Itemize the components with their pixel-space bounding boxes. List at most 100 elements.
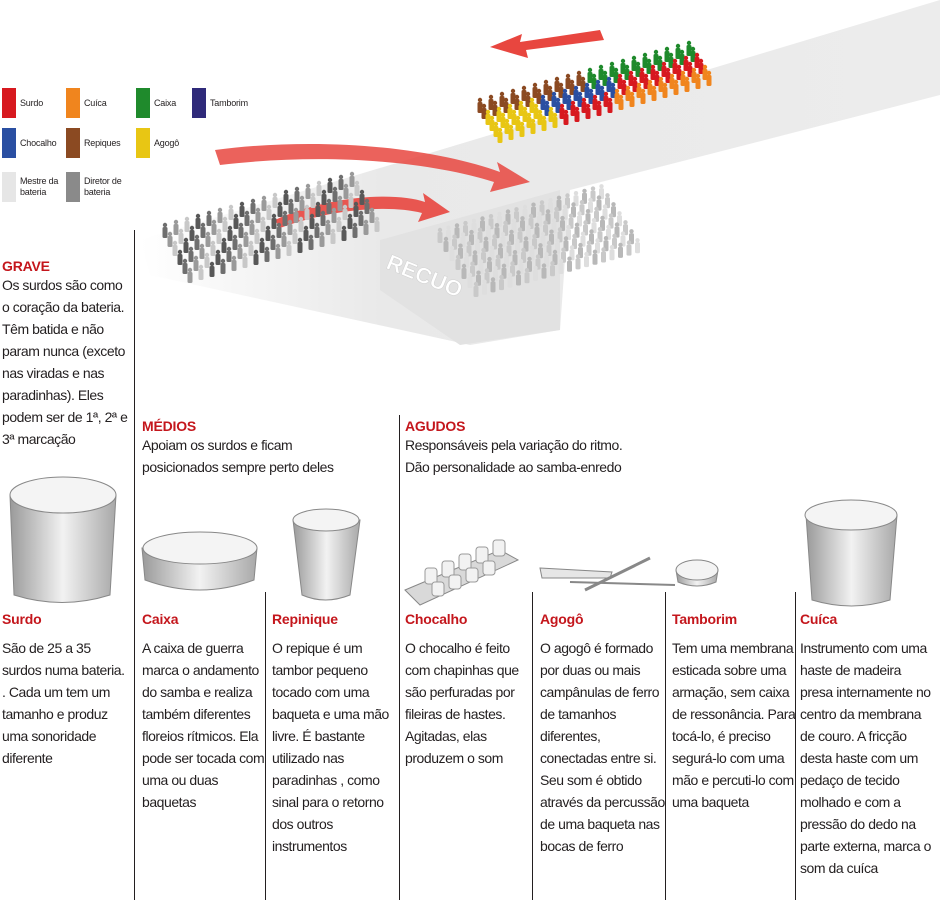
instrument-description: Tem uma membrana esticada sobre uma arma… [672, 640, 796, 810]
musician-figure [244, 210, 250, 226]
musician-figure [315, 201, 321, 217]
section-title: AGUDOS [405, 418, 466, 434]
musician-figure [259, 237, 265, 253]
musician-figure [643, 73, 649, 89]
musician-figure [691, 67, 697, 83]
legend-item: Chocalho [2, 128, 80, 158]
musician-figure [233, 213, 239, 229]
musician-figure [522, 106, 528, 122]
musician-figure [569, 79, 575, 95]
musician-figure [349, 171, 355, 187]
legend-item: Surdo [2, 88, 80, 118]
musician-figure [602, 70, 608, 86]
musician-figure [563, 109, 569, 125]
musician-figure [172, 240, 178, 256]
musician-figure [249, 219, 255, 235]
musician-figure [239, 201, 245, 217]
musician-figure [580, 76, 586, 92]
musician-figure [173, 219, 179, 235]
musician-figure [675, 43, 681, 59]
musician-figure [570, 100, 576, 116]
musician-figure [514, 94, 520, 110]
instrument-name: Caixa [142, 611, 179, 627]
musician-figure [519, 121, 525, 137]
musician-figure [332, 186, 338, 202]
musician-figure [261, 195, 267, 211]
musician-figure [237, 243, 243, 259]
musician-figure [304, 204, 310, 220]
musician-figure [558, 258, 564, 274]
musician-figure [264, 246, 270, 262]
musician-figure [437, 227, 443, 243]
section-title: MÉDIOS [142, 418, 197, 434]
musician-figure [559, 103, 565, 119]
legend-label: Mestre da bateria [20, 176, 59, 197]
divider [795, 592, 796, 900]
musician-figure [330, 228, 336, 244]
musician-figure [297, 237, 303, 253]
musician-figure-icon [136, 128, 150, 158]
musician-figure [326, 198, 332, 214]
divider [665, 592, 666, 900]
musician-figure [167, 231, 173, 247]
musician-figure [177, 249, 183, 265]
musician-figure [337, 195, 343, 211]
musician-figure [510, 88, 516, 104]
musician-figure [690, 46, 696, 62]
musician-figure-icon [66, 88, 80, 118]
musician-figure [477, 227, 483, 243]
musician-figure [353, 201, 359, 217]
musician-figure [618, 94, 624, 110]
musician-figure [189, 225, 195, 241]
musician-figure [540, 94, 546, 110]
musician-figure [503, 97, 509, 113]
musician-figure [598, 64, 604, 80]
section-text: Os surdos são como o coração da bateria.… [2, 277, 128, 447]
instrument-name: Agogô [540, 611, 584, 627]
musician-figure [620, 58, 626, 74]
musician-figure [647, 79, 653, 95]
instrument-1: Caixa A caixa de guerra marca o andamento… [142, 611, 267, 813]
arrow-icon [275, 193, 450, 228]
musician-figure [574, 106, 580, 122]
musician-figure [477, 97, 483, 113]
musician-figure [639, 67, 645, 83]
musician-figure [228, 204, 234, 220]
musician-figure [669, 73, 675, 89]
musician-figure [609, 245, 615, 261]
musician-figure [658, 76, 664, 92]
instrument-description: A caixa de guerra marca o andamento do s… [142, 640, 265, 810]
musician-figure [303, 225, 309, 241]
musician-figure [588, 88, 594, 104]
legend-item: Tamborim [192, 88, 270, 118]
musician-figure [529, 97, 535, 113]
musician-figure [299, 195, 305, 211]
musician-figure [281, 231, 287, 247]
musician-figure [242, 252, 248, 268]
musician-figure [533, 265, 538, 281]
musician-figure [183, 237, 189, 253]
musician-figure [314, 222, 320, 238]
musician-figure [607, 97, 613, 113]
musician-figure [541, 263, 547, 279]
musician-figure [636, 82, 642, 98]
musician-figure [485, 109, 491, 125]
musician-figure [536, 88, 542, 104]
musician-figure [533, 103, 539, 119]
musician-figure [694, 52, 700, 68]
musician-figure [342, 204, 348, 220]
musician-figure [348, 192, 354, 208]
musician-figure-icon [2, 172, 16, 202]
musician-figure [635, 61, 641, 77]
musician-figure [665, 67, 671, 83]
musician-figure [293, 207, 299, 223]
musician-figure [199, 243, 205, 259]
instrument-description: O chocalho é feito com chapinhas que são… [405, 640, 519, 766]
musician-figure [309, 213, 315, 229]
musician-figure [363, 219, 369, 235]
musician-figure [270, 234, 276, 250]
section-text: Responsáveis pela variação do ritmo. Dão… [405, 437, 623, 475]
musician-figure [232, 234, 238, 250]
musician-figure [617, 73, 623, 89]
